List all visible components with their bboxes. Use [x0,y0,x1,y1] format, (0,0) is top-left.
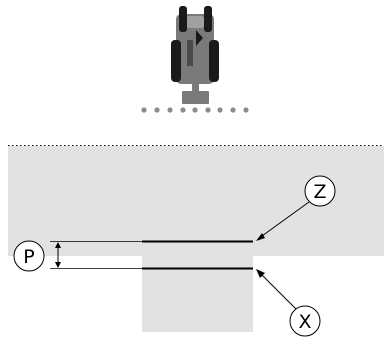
spray-nozzle-dots-icon [141,107,249,113]
callout-z-label: Z [313,181,326,203]
callout-p: P [13,240,45,272]
dimension-arrow-p [55,242,61,268]
callout-x: X [256,269,321,337]
headland-section [142,256,253,332]
tractor-top-view-icon [171,6,219,104]
callout-x-label: X [298,311,311,333]
callout-z: Z [256,175,336,241]
callout-p-label: P [23,246,34,268]
